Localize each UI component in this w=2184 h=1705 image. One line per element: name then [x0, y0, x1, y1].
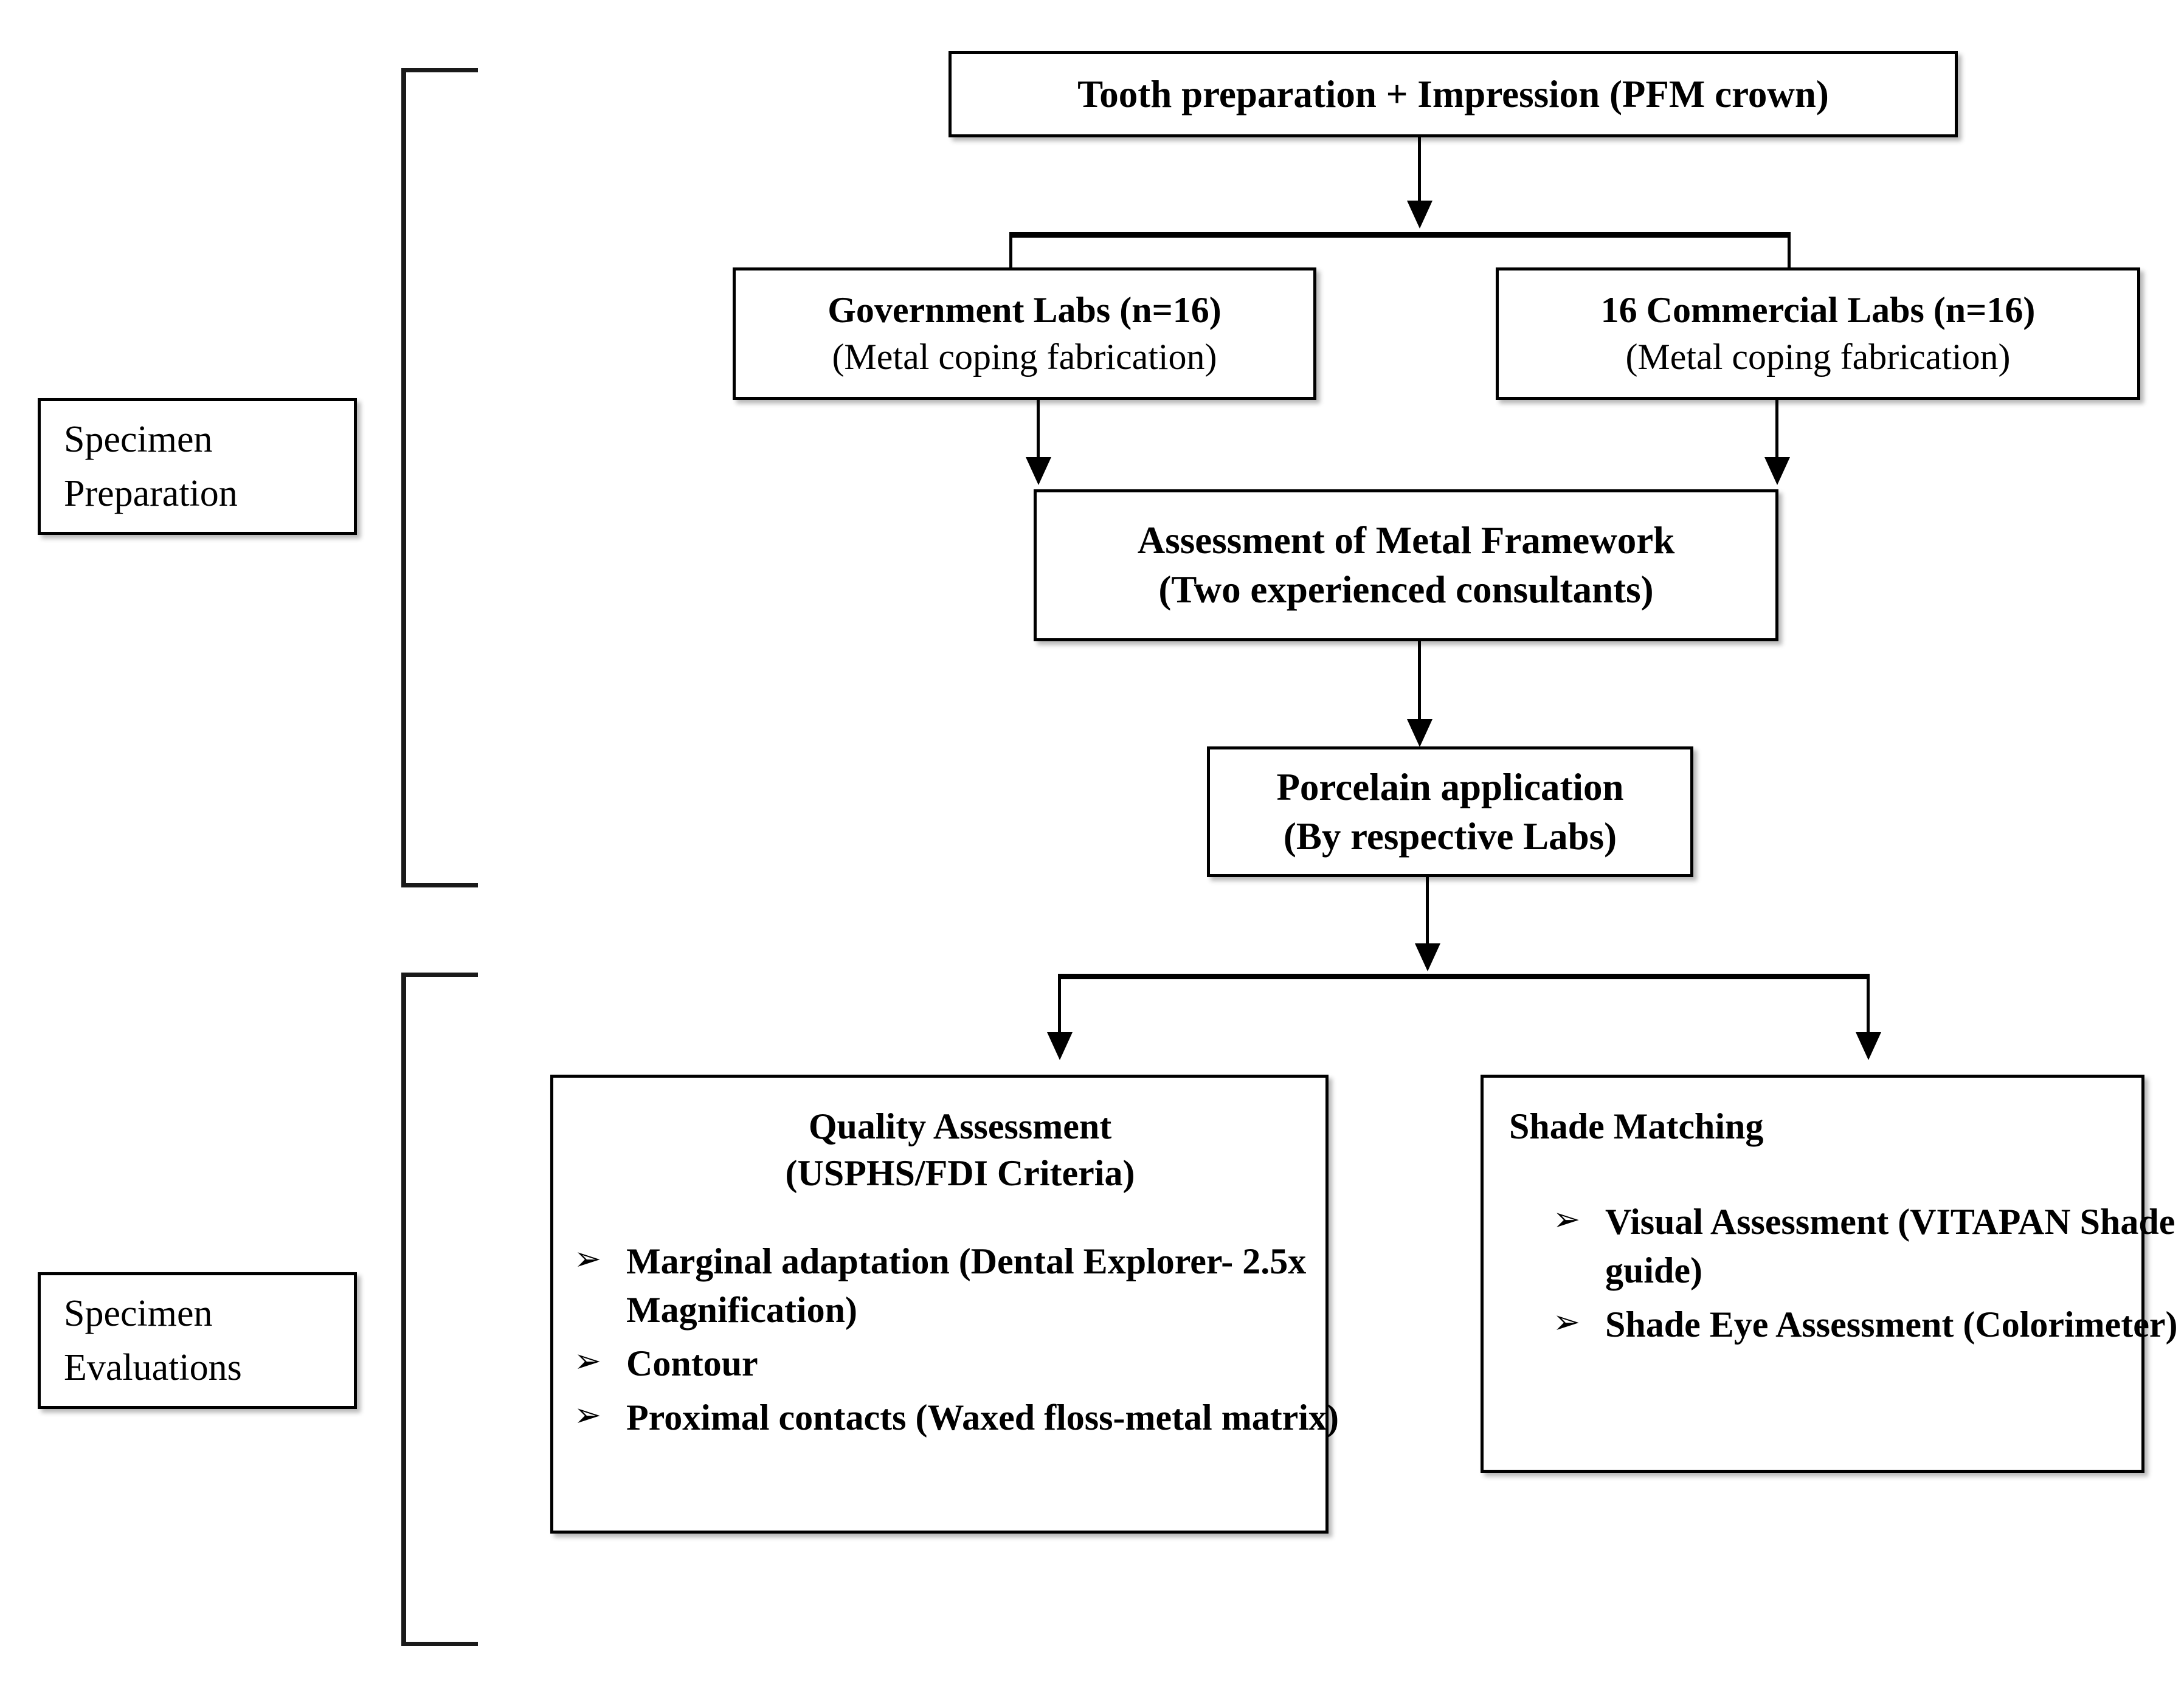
arrowhead-assessment-to-porcelain — [1407, 719, 1432, 747]
side-label-evaluations-line1: Specimen — [64, 1293, 213, 1335]
node-porcelain-application: Porcelain application (By respective Lab… — [1207, 746, 1693, 877]
split-bar-labs — [1009, 232, 1791, 238]
node-shade-matching-title: Shade Matching — [1509, 1106, 1764, 1146]
node-government-labs-title: Government Labs (n=16) — [828, 290, 1222, 331]
shade-bullet-2-label: Shade Eye Assessment (Colorimeter) — [1605, 1304, 2178, 1345]
split-leg-right-evaluations — [1867, 974, 1870, 1041]
chevron-bullet-icon: ➢ — [1553, 1302, 1581, 1341]
node-quality-assessment-subtitle: (USPHS/FDI Criteria) — [785, 1152, 1135, 1193]
node-tooth-preparation: Tooth preparation + Impression (PFM crow… — [949, 51, 1958, 137]
connector-commercial-to-assessment — [1775, 400, 1778, 467]
list-item: ➢ Visual Assessment (VITAPAN Shade guide… — [1553, 1197, 2184, 1295]
node-government-labs-subtitle: (Metal coping fabrication) — [832, 337, 1217, 377]
node-porcelain-title: Porcelain application — [1276, 765, 1624, 808]
quality-bullet-3-label: Proximal contacts (Waxed floss-metal mat… — [626, 1397, 1339, 1438]
quality-bullet-1-label: Marginal adaptation (Dental Explorer- 2.… — [626, 1241, 1307, 1330]
node-tooth-preparation-label: Tooth preparation + Impression (PFM crow… — [1077, 72, 1829, 115]
arrowhead-porcelain-to-split — [1415, 943, 1440, 971]
chevron-bullet-icon: ➢ — [574, 1239, 602, 1278]
node-commercial-labs-title: 16 Commercial Labs (n=16) — [1600, 290, 2036, 331]
node-commercial-labs: 16 Commercial Labs (n=16) (Metal coping … — [1496, 267, 2140, 400]
quality-bullet-2-label: Contour — [626, 1343, 758, 1384]
node-quality-assessment-title: Quality Assessment — [808, 1106, 1112, 1146]
arrowhead-government-to-assessment — [1026, 457, 1051, 485]
side-label-specimen-evaluations: Specimen Evaluations — [38, 1272, 357, 1409]
arrowhead-commercial-to-assessment — [1764, 457, 1790, 485]
arrowhead-split-to-shade — [1856, 1032, 1881, 1060]
chevron-bullet-icon: ➢ — [574, 1342, 602, 1380]
list-item: ➢ Proximal contacts (Waxed floss-metal m… — [574, 1393, 1346, 1442]
node-metal-framework-title: Assessment of Metal Framework — [1137, 519, 1675, 562]
bracket-specimen-preparation — [401, 68, 478, 887]
node-commercial-labs-subtitle: (Metal coping fabrication) — [1625, 337, 2011, 377]
chevron-bullet-icon: ➢ — [574, 1395, 602, 1434]
side-label-specimen-preparation: Specimen Preparation — [38, 398, 357, 535]
bracket-specimen-evaluations — [401, 973, 478, 1646]
node-metal-framework-assessment: Assessment of Metal Framework (Two exper… — [1034, 489, 1778, 641]
quality-assessment-bullet-list: ➢ Marginal adaptation (Dental Explorer- … — [574, 1237, 1346, 1447]
side-label-evaluations-line2: Evaluations — [64, 1346, 242, 1388]
list-item: ➢ Shade Eye Assessment (Colorimeter) — [1553, 1300, 2184, 1349]
list-item: ➢ Marginal adaptation (Dental Explorer- … — [574, 1237, 1346, 1335]
node-shade-matching: Shade Matching ➢ Visual Assessment (VITA… — [1481, 1075, 2178, 1473]
node-government-labs: Government Labs (n=16) (Metal coping fab… — [733, 267, 1316, 400]
chevron-bullet-icon: ➢ — [1553, 1199, 1581, 1238]
connector-assessment-to-porcelain — [1418, 641, 1421, 729]
split-leg-left-labs — [1009, 232, 1012, 270]
connector-porcelain-to-split — [1426, 877, 1429, 953]
connector-tooth-to-split — [1418, 137, 1421, 210]
split-bar-evaluations — [1058, 974, 1870, 979]
split-leg-right-labs — [1788, 232, 1791, 270]
split-leg-left-evaluations — [1058, 974, 1061, 1041]
connector-government-to-assessment — [1037, 400, 1040, 467]
list-item: ➢ Contour — [574, 1339, 1346, 1388]
shade-bullet-1-label: Visual Assessment (VITAPAN Shade guide) — [1605, 1201, 2175, 1291]
shade-matching-bullet-list: ➢ Visual Assessment (VITAPAN Shade guide… — [1509, 1197, 2184, 1354]
arrowhead-split-to-quality — [1047, 1032, 1073, 1060]
side-label-preparation-line2: Preparation — [64, 472, 238, 514]
side-label-preparation-line1: Specimen — [64, 419, 213, 461]
node-quality-assessment: Quality Assessment (USPHS/FDI Criteria) … — [550, 1075, 1339, 1534]
arrowhead-tooth-to-split — [1407, 201, 1432, 229]
node-metal-framework-subtitle: (Two experienced consultants) — [1158, 568, 1654, 611]
node-porcelain-subtitle: (By respective Labs) — [1283, 815, 1617, 858]
